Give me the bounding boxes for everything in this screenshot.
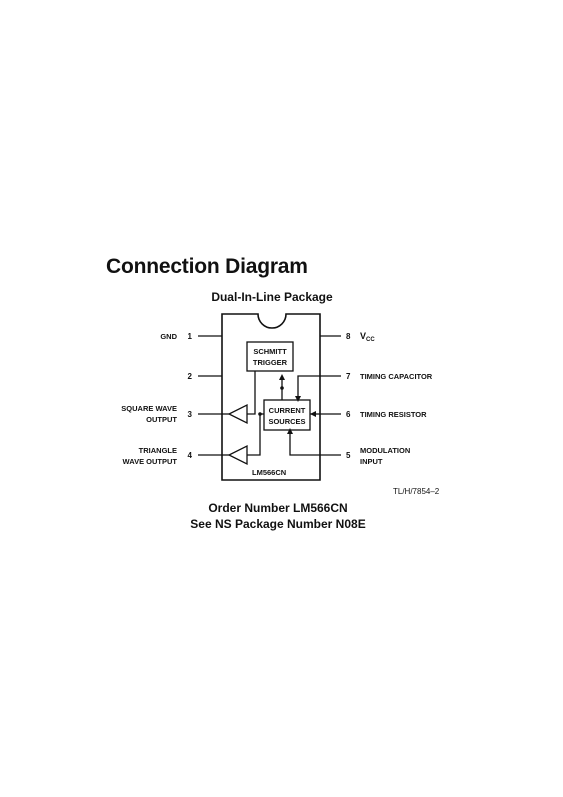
schmitt-label: SCHMITT [253,347,287,356]
chip-part-label: LM566CN [252,468,286,477]
right-pin-leads [320,335,341,456]
pin-number-1: 1 [188,332,193,341]
schmitt-trigger-block [246,341,294,372]
left-pin-leads [198,335,222,456]
sources-label: SOURCES [268,417,305,426]
pin-number-3: 3 [188,410,193,419]
order-number: Order Number LM566CN [208,501,347,515]
pin-number-8: 8 [346,332,351,341]
pin-label-timing-capacitor: TIMING CAPACITOR [360,372,433,381]
pin-label-triangle: TRIANGLE [139,446,177,455]
package-number: See NS Package Number N08E [190,517,365,531]
pin-number-4: 4 [188,451,193,460]
pin-label-square-output: OUTPUT [146,415,177,424]
pin-label-square-wave: SQUARE WAVE [121,404,177,413]
pin-label-gnd: GND [160,332,177,341]
internal-wiring [222,371,320,456]
page-title: Connection Diagram [106,255,308,278]
pin-label-modulation: MODULATION [360,446,410,455]
current-label: CURRENT [269,406,306,415]
pin-number-5: 5 [346,451,351,460]
pin-label-triangle-output: WAVE OUTPUT [123,457,178,466]
pin-number-6: 6 [346,410,351,419]
pin-number-2: 2 [188,372,193,381]
pin-label-modulation-input: INPUT [360,457,383,466]
current-sources-block [263,399,311,431]
figure-reference: TL/H/7854–2 [393,487,440,496]
pin-label-timing-resistor: TIMING RESISTOR [360,410,427,419]
pin-number-7: 7 [346,372,351,381]
package-subtitle: Dual-In-Line Package [211,290,333,304]
pin-label-vcc: VCC [360,331,375,343]
trigger-label: TRIGGER [253,358,288,367]
